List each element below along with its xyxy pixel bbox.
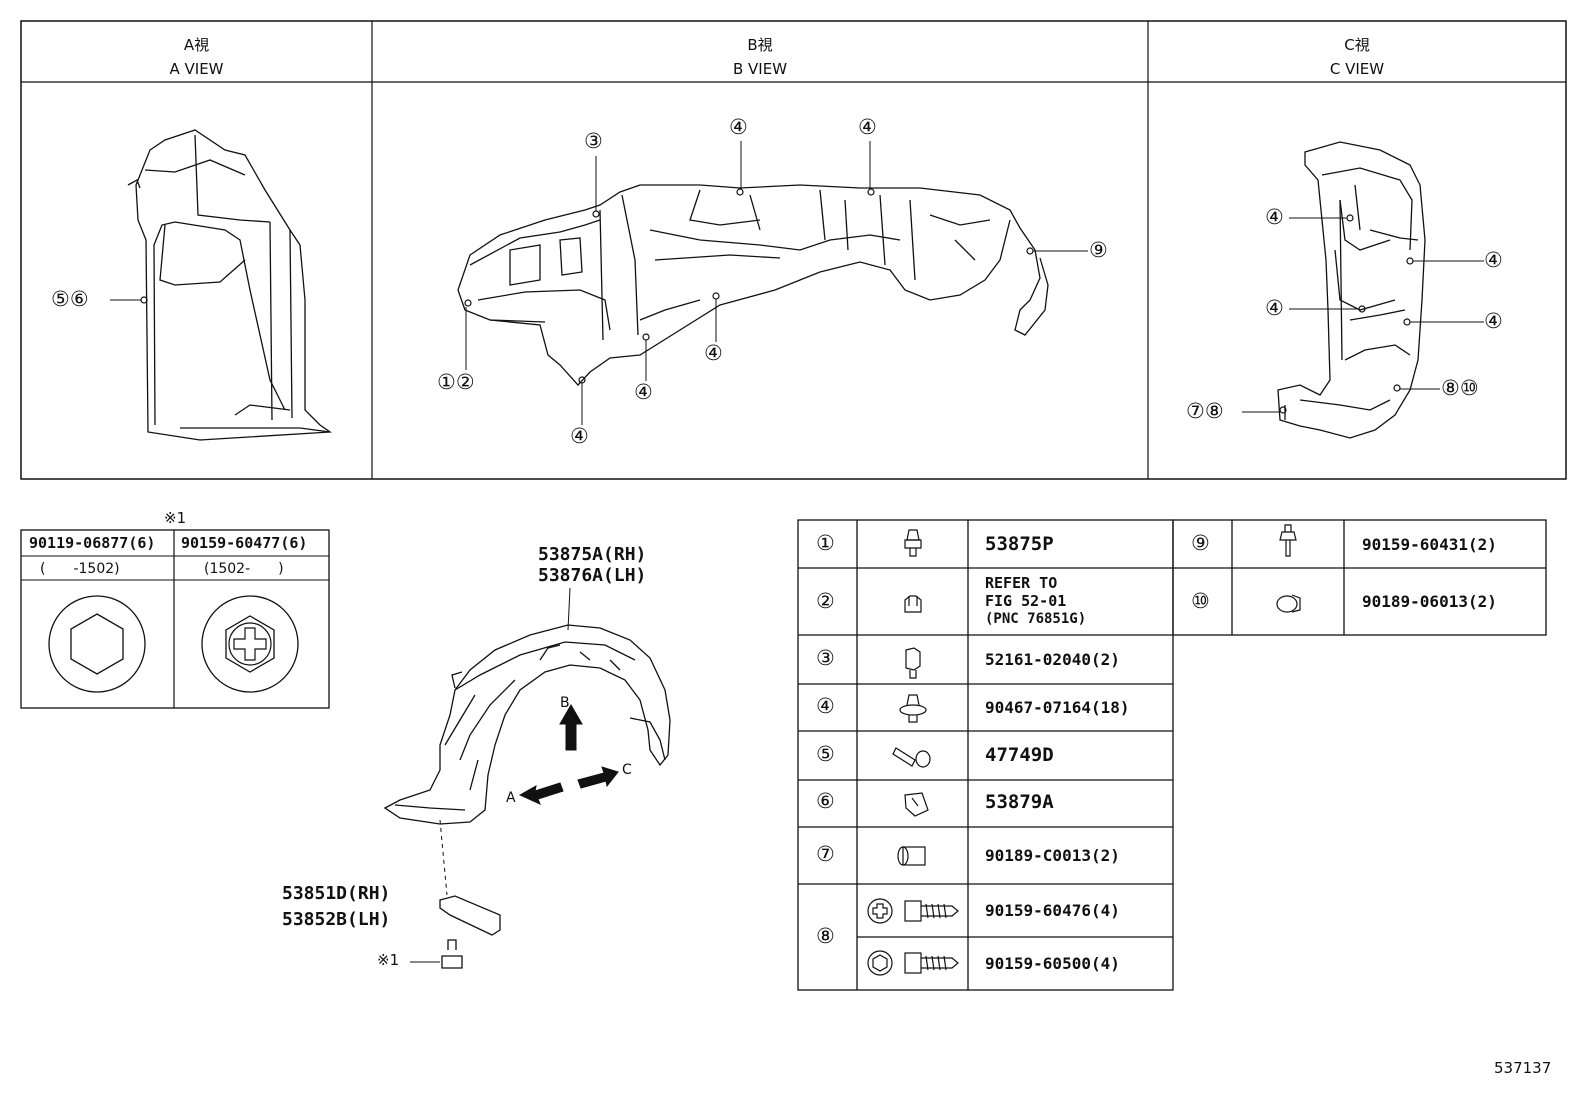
table-part-8a: 90159-60476(4) (985, 901, 1120, 920)
b-view-title-en: B VIEW (732, 60, 788, 78)
b-callout-3: ③ (584, 129, 603, 153)
table-part-2-line1: REFER TO (985, 574, 1058, 592)
table-part-3: 52161-02040(2) (985, 650, 1120, 669)
table-part-10: 90189-06013(2) (1362, 592, 1497, 611)
table-part-5: 47749D (985, 744, 1054, 766)
b-callout-1-2: ①② (437, 370, 475, 394)
b-callout-4-top-left: ④ (729, 115, 748, 139)
b-callout-4-middle: ④ (704, 341, 723, 365)
table-part-9: 90159-60431(2) (1362, 535, 1497, 554)
table-num-9: ⑨ (1191, 531, 1210, 555)
bolt-part-2: 90159-60477(6) (181, 534, 308, 552)
c-view-title-jp: C視 (1344, 36, 1370, 54)
diagram-id: 537137 (1494, 1059, 1552, 1077)
table-num-3: ③ (816, 646, 835, 670)
b-view-header: B視 B VIEW (372, 34, 1148, 78)
sub-part-label-rh: 53851D(RH) (282, 883, 391, 904)
c-callout-4-lower-right: ④ (1484, 309, 1503, 333)
c-view-title-en: C VIEW (1329, 60, 1385, 78)
table-part-7: 90189-C0013(2) (985, 846, 1120, 865)
c-callout-4-upper-right: ④ (1484, 248, 1503, 272)
bolt-part-1: 90119-06877(6) (29, 534, 156, 552)
table-part-2-line3: (PNC 76851G) (985, 611, 1087, 627)
table-num-4: ④ (816, 694, 835, 718)
arrow-a-label: A (506, 790, 516, 806)
a-callout-5-6: ⑤⑥ (51, 287, 89, 311)
b-callout-4-top-right: ④ (858, 115, 877, 139)
a-view-header: A視 A VIEW (21, 34, 372, 78)
table-part-6: 53879A (985, 791, 1054, 813)
arrow-c-label: C (622, 762, 632, 778)
table-part-1: 53875P (985, 533, 1054, 555)
c-callout-8-10: ⑧⑩ (1441, 376, 1479, 400)
bolt-range-1: ( -1502) (40, 561, 120, 577)
table-num-10: ⑩ (1191, 589, 1210, 613)
a-view-title-jp: A視 (183, 36, 210, 54)
sub-bolt-note: ※1 (377, 951, 400, 969)
arrow-b-label: B (560, 695, 570, 711)
c-callout-7-8: ⑦⑧ (1186, 399, 1224, 423)
b-callout-4-bottom: ④ (570, 424, 589, 448)
a-view-title-en: A VIEW (169, 60, 224, 78)
c-callout-4-upper-left: ④ (1265, 205, 1284, 229)
table-num-8: ⑧ (816, 924, 835, 948)
table-num-2: ② (816, 589, 835, 613)
table-num-1: ① (816, 531, 835, 555)
b-view-title-jp: B視 (747, 36, 773, 54)
table-num-7: ⑦ (816, 842, 835, 866)
c-view-header: C視 C VIEW (1148, 34, 1566, 78)
bolt-range-2: (1502- ) (204, 561, 284, 577)
table-part-2-line2: FIG 52-01 (985, 592, 1067, 610)
bolt-table-note: ※1 (164, 509, 187, 527)
table-num-5: ⑤ (816, 742, 835, 766)
table-part-4: 90467-07164(18) (985, 698, 1130, 717)
table-part-8b: 90159-60500(4) (985, 954, 1120, 973)
sub-part-label-lh: 53852B(LH) (282, 909, 391, 930)
b-callout-4-lower: ④ (634, 380, 653, 404)
main-part-label-lh: 53876A(LH) (538, 565, 647, 586)
main-part-label-rh: 53875A(RH) (538, 544, 647, 565)
table-num-6: ⑥ (816, 789, 835, 813)
b-callout-9: ⑨ (1089, 238, 1108, 262)
c-callout-4-lower-left: ④ (1265, 296, 1284, 320)
